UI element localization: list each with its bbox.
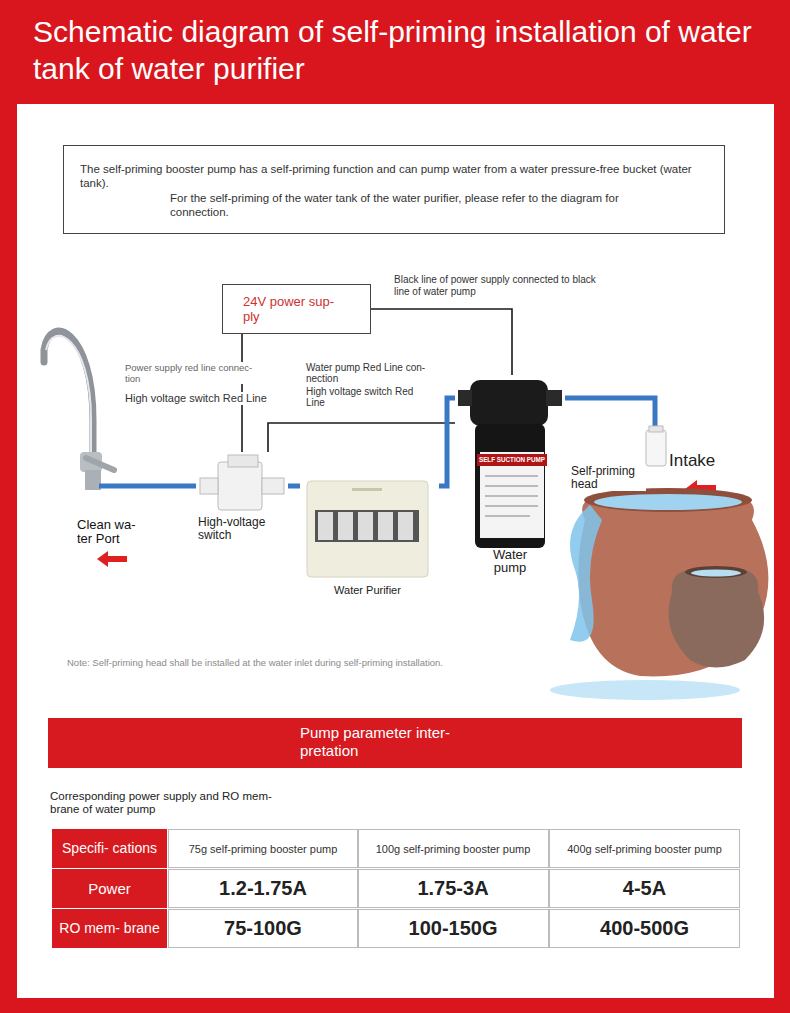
pump-drawing	[458, 380, 562, 548]
purifier-drawing	[318, 512, 333, 540]
table-caption: Corresponding power supply and RO mem- b…	[50, 790, 300, 816]
wire-note: High voltage switch Red Line	[125, 392, 285, 405]
purifier-drawing	[378, 512, 393, 540]
water-pipe	[439, 398, 455, 486]
wire-note: Power supply red line connec- tion	[125, 362, 270, 384]
pump-drawing	[485, 485, 538, 487]
pump-drawing	[485, 515, 530, 517]
pump-drawing	[458, 390, 472, 406]
switch-drawing	[228, 455, 258, 467]
purifier-drawing	[315, 510, 419, 542]
priming-head	[646, 426, 666, 466]
table-cell: 4-5A	[549, 869, 740, 908]
table-grid	[550, 910, 740, 948]
node-text: Water pump	[480, 548, 540, 574]
table-grid	[169, 910, 358, 948]
table-cell: 100g self-priming booster pump	[358, 829, 548, 868]
purifier-drawing	[358, 512, 373, 540]
pump-unit: Water pump	[455, 375, 565, 578]
node-text: Pump parameter inter- pretation	[300, 724, 475, 760]
pump-drawing	[546, 390, 562, 406]
intake-label: Intake	[669, 451, 729, 470]
pump-plate-text: SELF SUCTION PUMP	[477, 455, 547, 464]
purifier-unit: Water Purifier	[300, 478, 439, 604]
wire-note: High voltage switch Red Line	[306, 386, 426, 408]
table-header-cell: RO mem- brane	[52, 909, 167, 948]
pump-drawing	[477, 454, 547, 466]
table-grid	[169, 830, 358, 868]
flow-arrow	[97, 551, 127, 567]
table-grid	[52, 869, 167, 908]
intro-box: The self-priming booster pump has a self…	[63, 145, 725, 234]
pipe	[565, 398, 655, 432]
faucet	[44, 331, 114, 490]
table-header-cell: Power	[52, 869, 167, 908]
faucet	[44, 331, 93, 472]
faucet	[46, 336, 91, 470]
table-cell: 100-150G	[358, 909, 548, 948]
priming-head	[649, 426, 663, 432]
table-cell: 75-100G	[168, 909, 358, 948]
switch-drawing	[200, 478, 218, 494]
power-wire	[268, 423, 455, 452]
table-grid	[359, 910, 549, 948]
faucet	[86, 458, 114, 470]
power-supply-box: 24V power sup- ply	[222, 284, 371, 334]
node-text: The self-priming booster pump has a self…	[80, 162, 705, 190]
table-grid	[359, 870, 549, 908]
water-jars	[594, 494, 742, 510]
node-text: 24V power sup- ply	[243, 294, 343, 324]
install-note: Note: Self-priming head shall be install…	[67, 657, 457, 669]
faucet	[85, 470, 101, 490]
pump-drawing	[475, 424, 545, 548]
water-jars	[584, 488, 752, 512]
node-text: Water Purifier	[300, 584, 435, 597]
water-jars	[578, 495, 768, 676]
purifier-drawing	[307, 481, 428, 577]
section-band: Pump parameter inter- pretation	[48, 718, 742, 768]
water-jars	[685, 566, 747, 578]
table-grid	[52, 829, 167, 868]
pipe	[99, 484, 196, 489]
switch-drawing	[218, 462, 262, 510]
table-cell: 1.2-1.75A	[168, 869, 358, 908]
node-text: For the self-priming of the water tank o…	[170, 191, 650, 219]
purifier-drawing	[338, 512, 353, 540]
table-cell: 400g self-priming booster pump	[549, 829, 740, 868]
table-grid	[169, 870, 358, 908]
switch-drawing	[200, 455, 284, 510]
table-cell: 75g self-priming booster pump	[168, 829, 358, 868]
water-jars	[550, 680, 740, 700]
water-pipe	[288, 484, 300, 489]
table-grid	[550, 830, 740, 868]
pump-drawing	[485, 505, 538, 507]
purifier-drawing	[352, 488, 382, 491]
water-jars	[570, 505, 602, 642]
pump-drawing	[485, 475, 538, 477]
table-grid	[550, 870, 740, 908]
table-header-cell: Specifi- cations	[52, 829, 167, 868]
water-jars	[669, 570, 765, 668]
port-label: Clean wa- ter Port	[77, 518, 143, 546]
water-jars	[691, 570, 741, 577]
pump-drawing	[470, 380, 548, 426]
table-grid	[52, 829, 740, 948]
wire-note: Black line of power supply connected to …	[394, 274, 599, 298]
switch-drawing	[262, 478, 284, 494]
node-text: High-voltage switch	[198, 516, 278, 542]
table-grid	[52, 909, 167, 948]
page-title: Schematic diagram of self-priming instal…	[33, 13, 778, 87]
priming-head	[646, 430, 666, 466]
table-cell: 1.75-3A	[358, 869, 548, 908]
purifier-drawing	[398, 512, 413, 540]
purifier-drawing	[307, 481, 428, 577]
switch-unit: High-voltage switch	[196, 452, 288, 546]
water-jars	[550, 488, 768, 700]
table-cell: 400-500G	[549, 909, 740, 948]
pump-drawing	[485, 495, 538, 497]
part-label: Self-priming head	[571, 465, 646, 491]
table-grid	[359, 830, 549, 868]
wire-note: Water pump Red Line con- nection	[306, 362, 431, 384]
